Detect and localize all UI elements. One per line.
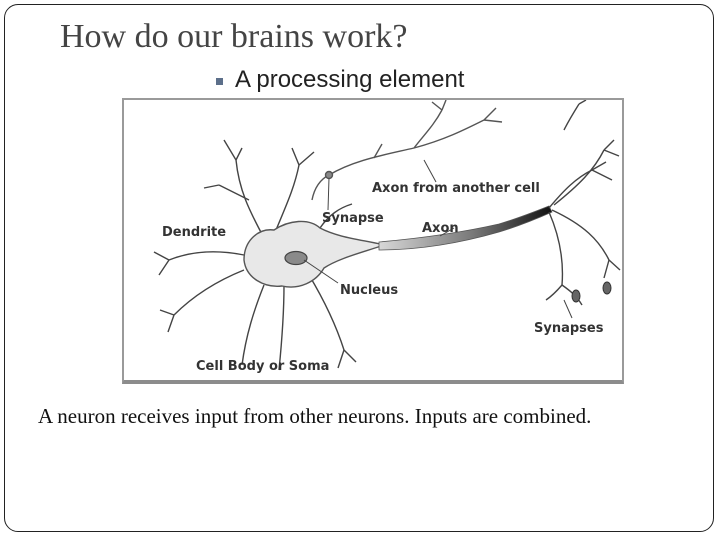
dendrites <box>153 139 357 371</box>
label-axon-from-another-cell: Axon from another cell <box>372 181 540 196</box>
neuron-diagram: Axon from another cell Synapse Axon Dend… <box>153 100 621 374</box>
bullet-text: A processing element <box>235 66 465 93</box>
label-synapses: Synapses <box>534 321 604 336</box>
cell-body-soma <box>243 220 387 288</box>
label-dendrite: Dendrite <box>162 225 226 240</box>
label-synapse: Synapse <box>322 211 384 226</box>
label-cell-body: Cell Body or Soma <box>196 359 329 374</box>
bullet-item: A processing element <box>216 66 464 94</box>
axon-shape <box>378 205 553 251</box>
square-bullet-icon <box>216 77 223 85</box>
incoming-axon <box>311 100 503 201</box>
slide-caption: A neuron receives input from other neuro… <box>38 404 592 428</box>
neuron-diagram-image: Axon from another cell Synapse Axon Dend… <box>122 98 624 384</box>
synapse-bulb-icon <box>602 281 612 295</box>
label-leader-lines <box>303 159 573 319</box>
axon-terminals <box>545 100 621 306</box>
label-axon: Axon <box>422 221 459 236</box>
nucleus-shape <box>284 250 308 266</box>
synapse-bulb-icon <box>571 289 581 303</box>
slide-title: How do our brains work? <box>60 18 408 55</box>
label-nucleus: Nucleus <box>340 283 398 298</box>
